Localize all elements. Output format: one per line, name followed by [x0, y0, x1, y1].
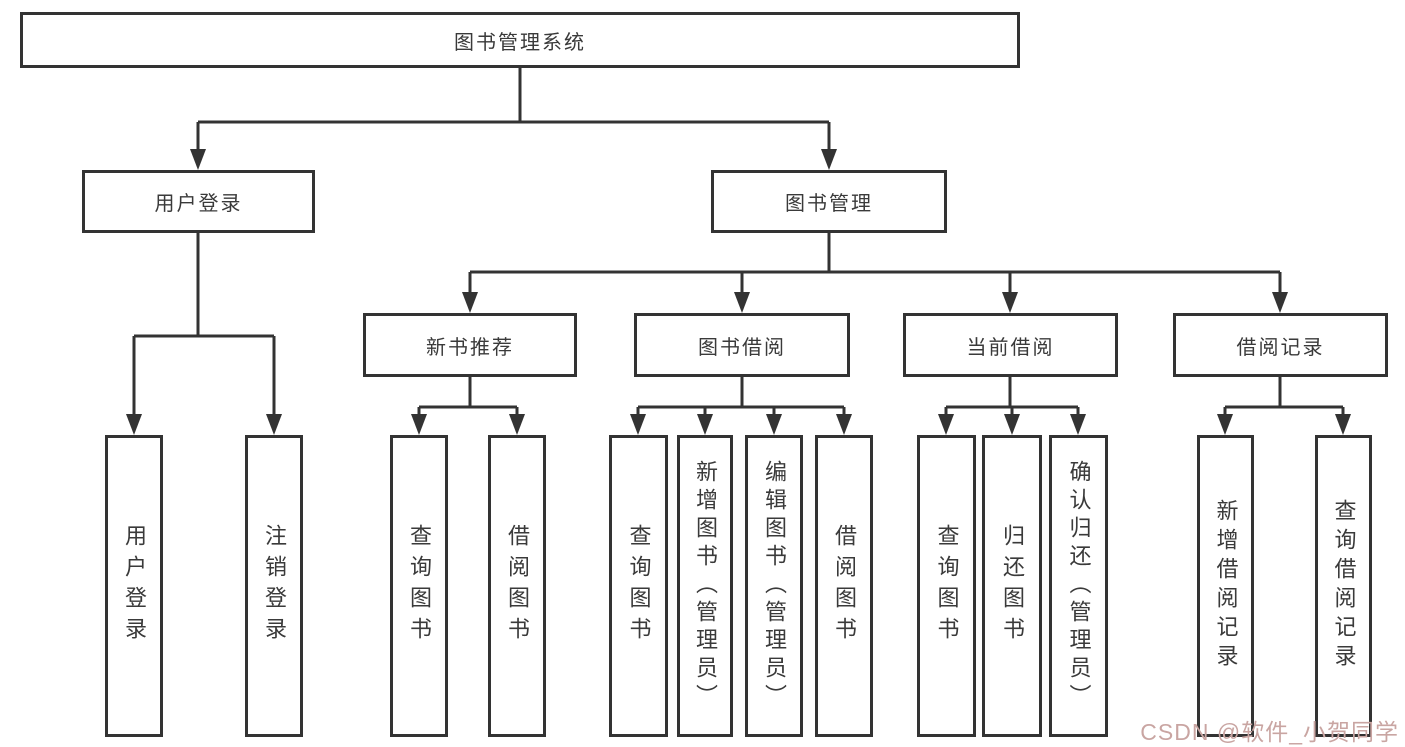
node-current-borrow: 当前借阅 [903, 313, 1118, 377]
node-root-title: 图书管理系统 [20, 12, 1020, 68]
csdn-watermark: CSDN @软件_小贺同学 [1140, 719, 1399, 745]
leaf-borrow-borrow-book: 借阅图书 [815, 435, 873, 737]
leaf-record-add-borrow-record: 新增借阅记录 [1197, 435, 1254, 737]
leaf-borrow-query-book: 查询图书 [609, 435, 668, 737]
leaf-record-query-borrow-record: 查询借阅记录 [1315, 435, 1372, 737]
node-borrow-record: 借阅记录 [1173, 313, 1388, 377]
leaf-current-return-book: 归还图书 [982, 435, 1042, 737]
leaf-logout: 注销登录 [245, 435, 303, 737]
node-new-book-recommend: 新书推荐 [363, 313, 577, 377]
leaf-current-confirm-return-admin: 确认归还（管理员） [1049, 435, 1108, 737]
node-user-login: 用户登录 [82, 170, 315, 233]
leaf-newbook-query-book: 查询图书 [390, 435, 448, 737]
leaf-current-query-book: 查询图书 [917, 435, 976, 737]
leaf-user-login: 用户登录 [105, 435, 163, 737]
node-book-borrow: 图书借阅 [634, 313, 850, 377]
leaf-borrow-add-book-admin: 新增图书（管理员） [677, 435, 733, 737]
leaf-newbook-borrow-book: 借阅图书 [488, 435, 546, 737]
node-book-management: 图书管理 [711, 170, 947, 233]
leaf-borrow-edit-book-admin: 编辑图书（管理员） [745, 435, 803, 737]
